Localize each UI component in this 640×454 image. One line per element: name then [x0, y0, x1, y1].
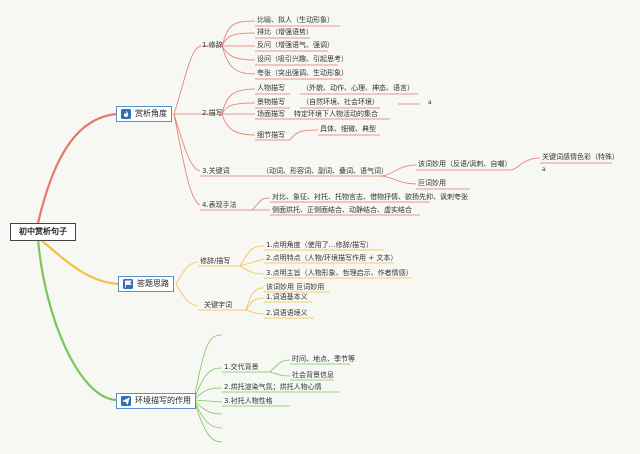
rhetoric-item: 设问（吸引兴趣、引起思考） — [257, 55, 348, 63]
b2-keyword-item: 2.词语语境义 — [266, 309, 308, 317]
connector-b2-rhetoric-fan — [239, 245, 412, 279]
branch-appreciation-angle[interactable]: 赏析角度 — [116, 106, 172, 122]
branch-environment-function[interactable]: 环境描写的作用 — [116, 393, 196, 409]
fire-icon — [121, 109, 131, 119]
b2-keyword-label: 关键字词 — [204, 301, 232, 309]
keyword-label: 3.关键词 — [202, 167, 230, 175]
connector-b3-fan — [193, 334, 223, 443]
connector-technique-line — [200, 197, 430, 216]
scenery-desc-label: 景物描写 — [257, 98, 285, 106]
connector-description-underlines — [255, 93, 420, 141]
character-desc-value: （外貌、动作、心理、神态、语言） — [302, 84, 414, 92]
connector-keyword-line — [200, 157, 612, 190]
paper-plane-icon — [121, 396, 131, 406]
b2-rhetoric-label: 修辞/描写 — [200, 257, 231, 265]
connector-root-b3 — [36, 238, 117, 402]
connector-b2-keyword — [175, 283, 246, 311]
branch-title: 赏析角度 — [135, 109, 167, 118]
connector-b3-background — [222, 359, 350, 381]
connector-b1-rhetoric — [173, 45, 201, 115]
connector-b3-underlines — [222, 391, 340, 407]
b2-rhetoric-item: 2.点明特点（人物/环境描写作用 + 文本） — [266, 254, 398, 262]
connector-b1-technique — [173, 113, 201, 206]
branch-title: 环境描写的作用 — [135, 396, 191, 405]
connector-description-fan — [200, 88, 256, 136]
connector-root-b1 — [36, 112, 117, 224]
connector-b2-keyword-fan — [245, 287, 330, 319]
connector-detail-branch — [289, 129, 380, 141]
detail-desc-value: 具体、细微、典型 — [320, 125, 376, 133]
b3-atmosphere: 2.烘托渲染气氛；烘托人物心情 — [224, 383, 322, 391]
connector-rhetoric-fan — [200, 20, 256, 75]
scene-desc-value: 特定环境下人物活动的集合 — [294, 110, 378, 118]
keyword-feeling-note: a — [542, 166, 546, 173]
b2-keyword-item: 该词妙用 叵词妙用 — [266, 283, 325, 291]
description-label: 2.描写 — [202, 109, 223, 117]
technique-line: 对比、象征、衬托、托物言志、借物抒情、欲扬先抑、讽刺夸张 — [272, 193, 468, 201]
b3-character: 3.衬托人物性格 — [224, 397, 273, 405]
flag-icon — [123, 279, 133, 289]
b2-rhetoric-item: 1.点明角度（使用了…修辞/描写） — [266, 241, 374, 249]
rhetoric-item: 夸张（突出强调、生动形象） — [257, 69, 348, 77]
b2-keyword-item: 1.词语基本义 — [266, 293, 308, 301]
b3-background-item: 社会背景信息 — [292, 371, 334, 379]
rhetoric-item: 比喻、拟人（生动形象） — [257, 16, 334, 24]
scenery-desc-value: （自然环境、社会环境） — [302, 98, 379, 106]
connector-rhetoric-underlines — [255, 25, 342, 80]
keyword-feeling: 关键词感情色彩（特殊） — [542, 153, 619, 161]
scene-desc-label: 场面描写 — [257, 110, 285, 118]
branch-answer-approach[interactable]: 答题思路 — [118, 276, 174, 292]
rhetoric-label: 1.修辞 — [202, 41, 223, 49]
connector-b2-rhetoric — [175, 261, 240, 285]
b3-background-item: 时间、地点、季节等 — [292, 355, 355, 363]
rhetoric-item: 排比（增强语势） — [257, 28, 313, 36]
keyword-types: （动词、形容词、副词、叠词、语气词） — [262, 167, 388, 175]
keyword-good-use: 该词妙用（反语/讽刺、自嘲） — [418, 160, 512, 168]
connector-root-b2 — [39, 238, 119, 286]
detail-desc-label: 细节描写 — [257, 131, 285, 139]
scenery-desc-note: a — [428, 99, 432, 106]
character-desc-label: 人物描写 — [257, 84, 285, 92]
b2-rhetoric-item: 3.点明主旨（人物形象、哲理启示、作者情感） — [266, 269, 413, 277]
keyword-good-use2: 叵词妙用 — [418, 179, 446, 187]
branch-title: 答题思路 — [137, 279, 169, 288]
b3-background-label: 1.交代背景 — [224, 363, 259, 371]
rhetoric-item: 反问（增强语气、强调） — [257, 41, 334, 49]
technique-line: 侧面烘托、正侧面结合、动静结合、虚实结合 — [272, 206, 412, 214]
connector-b1-keyword — [173, 113, 201, 172]
technique-label: 4.表现手法 — [202, 201, 237, 209]
root-node[interactable]: 初中赏析句子 — [10, 223, 76, 241]
